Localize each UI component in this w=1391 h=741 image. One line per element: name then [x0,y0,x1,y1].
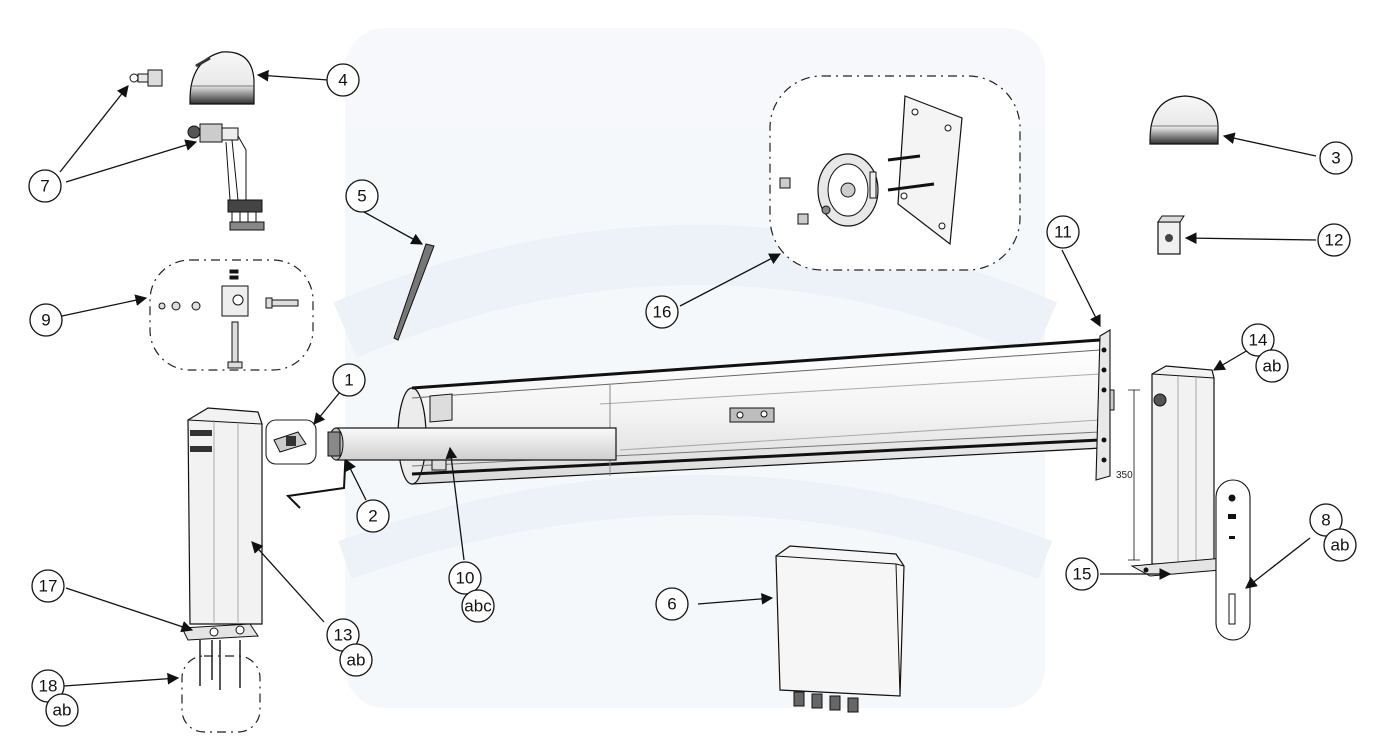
callout-8-suffix-label: ab [1331,536,1350,555]
callout-4-label: 4 [338,71,347,90]
callout-17: 17 [31,569,65,603]
callout-9-label: 9 [41,311,50,330]
callout-12-circle [1317,223,1351,257]
callout-3: 3 [1319,141,1353,175]
callout-14-circle [1241,323,1275,357]
part-anchor-plate [1215,479,1251,641]
callout-18-label: 18 [39,677,58,696]
callout-13: 13 [326,618,360,652]
callout-5-circle [345,179,379,213]
callout-14-suffix-circle [1255,349,1289,383]
callout-13-suffix-circle [339,643,373,677]
callout-12-label: 12 [1325,231,1344,250]
callout-1-circle [332,363,366,397]
callout-14: 14 [1241,323,1275,357]
callout-4: 4 [326,63,360,97]
callout-10-circle [448,561,482,595]
callout-7-circle [28,169,62,203]
callout-15: 15 [1065,557,1099,591]
callout-7-label: 7 [40,177,49,196]
callout-11-circle [1046,215,1080,249]
part-flat-bracket [1095,329,1111,481]
callout-7: 7 [28,169,62,203]
part-key-switch [129,69,265,231]
callout-8-label: 8 [1321,511,1330,530]
callout-11: 11 [1046,215,1080,249]
callout-18-suffix-label: ab [53,701,72,720]
part-cover-right [1149,95,1219,145]
callout-3-label: 3 [1331,149,1340,168]
callout-15-label: 15 [1073,565,1092,584]
callout-6: 6 [655,587,689,621]
part-roller-assembly [327,338,1115,485]
dimension-label: 350 [1116,470,1133,481]
callout-18-suffix: ab [45,693,79,727]
callout-10: 10 [448,561,482,595]
callout-6-circle [655,587,689,621]
callout-10-label: 10 [456,569,475,588]
callout-6-label: 6 [667,595,676,614]
callout-13-suffix-label: ab [347,651,366,670]
callout-8-suffix: ab [1323,528,1357,562]
callout-8-suffix-circle [1323,528,1357,562]
callout-16-circle [645,295,679,329]
callout-14-suffix: ab [1255,349,1289,383]
callout-4-circle [326,63,360,97]
callout-2-label: 2 [368,507,377,526]
callout-12: 12 [1317,223,1351,257]
callout-5-label: 5 [357,187,366,206]
part-cover-left [189,51,255,105]
callout-9: 9 [29,303,63,337]
callout-16: 16 [645,295,679,329]
callout-16-label: 16 [653,303,672,322]
part-small-block [1157,215,1185,255]
callout-13-suffix: ab [339,643,373,677]
part-motor-plate-detail [769,75,1021,271]
callout-17-circle [31,569,65,603]
callout-14-label: 14 [1249,331,1268,350]
callout-17-label: 17 [39,577,58,596]
callout-10-suffix-label: abc [464,597,492,616]
part-control-box [775,545,905,713]
callout-10-suffix-circle [461,589,495,623]
callout-2-circle [356,499,390,533]
callout-10-suffix: abc [461,589,495,623]
part-crank-handle [265,419,347,509]
callout-18: 18 [31,669,65,703]
callout-14-suffix-label: ab [1263,357,1282,376]
callout-11-label: 11 [1054,223,1072,242]
callout-15-circle [1065,557,1099,591]
callout-5: 5 [345,179,379,213]
callout-1: 1 [332,363,366,397]
callout-18-suffix-circle [45,693,79,727]
callout-3-circle [1319,141,1353,175]
callout-9-circle [29,303,63,337]
leader-arrows [59,69,1317,687]
callout-2: 2 [356,499,390,533]
callout-1-label: 1 [344,371,353,390]
callout-13-label: 13 [334,626,353,645]
part-bracket-detail [149,259,314,371]
part-rod [393,243,435,341]
part-left-post [181,407,263,733]
